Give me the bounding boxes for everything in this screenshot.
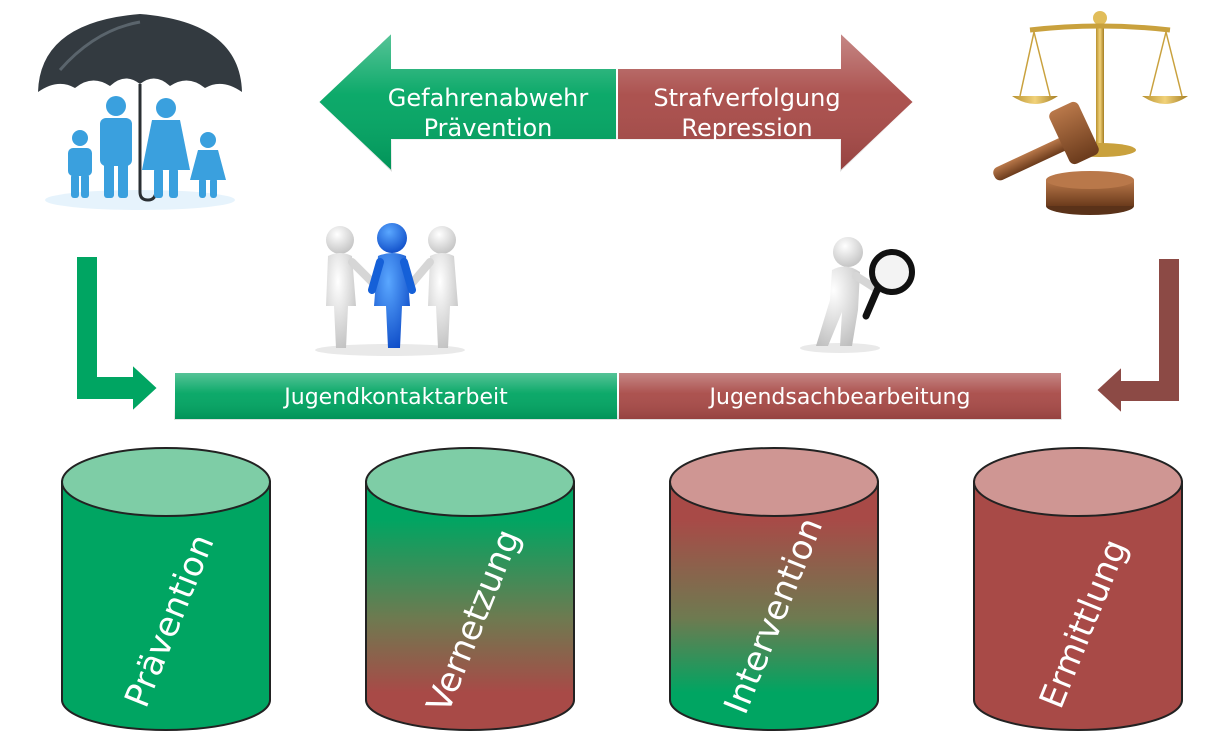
- arrow-left-line1: Gefahrenabwehr: [388, 84, 589, 112]
- arrow-right-line2: Repression: [681, 114, 812, 142]
- arrow-left-line2: Prävention: [424, 114, 553, 142]
- cylinder-praevention: Prävention: [61, 447, 271, 731]
- bar-right-label: Jugendsachbearbeitung: [708, 385, 971, 410]
- bar-left-label: Jugendkontaktarbeit: [282, 385, 508, 410]
- right-l-arrow: [1094, 257, 1181, 417]
- double-arrow: Gefahrenabwehr Prävention Strafverfolgun…: [316, 29, 916, 175]
- arrow-right-line1: Strafverfolgung: [653, 84, 840, 112]
- left-l-arrow: [75, 255, 160, 415]
- investigator-magnifier-icon: [800, 237, 915, 353]
- cylinder-ermittlung: Ermittlung: [973, 447, 1183, 731]
- team-people-icon: [315, 223, 465, 356]
- role-bar: Jugendkontaktarbeit Jugendsachbearbeitun…: [173, 371, 1063, 421]
- cylinder-vernetzung: Vernetzung: [365, 447, 575, 731]
- cylinder-intervention: Intervention: [669, 447, 879, 731]
- justice-scales-gavel-icon: [993, 11, 1188, 215]
- umbrella-family-icon: [38, 14, 242, 210]
